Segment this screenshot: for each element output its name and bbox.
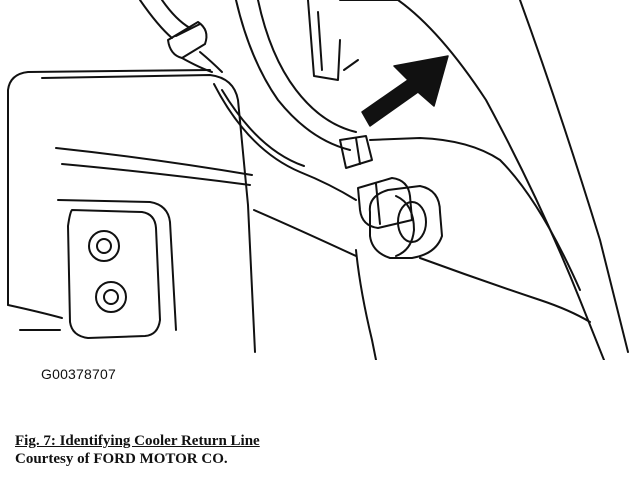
figure-caption: Fig. 7: Identifying Cooler Return Line C… bbox=[15, 432, 260, 468]
hose-clamp bbox=[167, 21, 208, 59]
caption-title: Fig. 7: Identifying Cooler Return Line bbox=[15, 433, 260, 449]
housing-outline bbox=[7, 69, 211, 306]
return-line-lower-2 bbox=[221, 89, 305, 167]
return-line-tube-top bbox=[235, 0, 351, 151]
caption-credit: Courtesy of FORD MOTOR CO. bbox=[15, 451, 228, 467]
lower-body-2 bbox=[253, 209, 357, 257]
housing-lower-edge bbox=[7, 304, 63, 319]
bolt-lower bbox=[95, 281, 127, 313]
bolt-lower-inner bbox=[103, 289, 119, 305]
mount-plate bbox=[67, 209, 161, 339]
figure-code: G00378707 bbox=[41, 366, 116, 382]
fitting-nut bbox=[357, 177, 413, 229]
bracket bbox=[307, 0, 341, 81]
panel-edge-right bbox=[519, 0, 629, 353]
bracket-inner bbox=[317, 11, 323, 71]
fitting-small bbox=[339, 135, 373, 169]
line-drawing bbox=[7, 0, 629, 360]
tube-small-2 bbox=[199, 51, 223, 73]
housing-inner-outline bbox=[41, 74, 256, 353]
upper-hose bbox=[139, 0, 173, 39]
fitting-small-ridge bbox=[355, 137, 361, 165]
side-panel bbox=[339, 0, 605, 360]
lower-body bbox=[355, 249, 377, 360]
return-line-tube-bottom bbox=[257, 0, 357, 133]
fitting-large-inner bbox=[395, 195, 415, 257]
bolt-upper bbox=[88, 230, 120, 262]
arrow-icon bbox=[361, 55, 449, 127]
fitting-face bbox=[397, 201, 427, 243]
return-line-lower bbox=[213, 83, 357, 201]
bolt-upper-inner bbox=[96, 238, 112, 254]
fitting-nut-ridge bbox=[375, 183, 381, 225]
housing-step bbox=[55, 147, 253, 176]
mount-plate-inner bbox=[57, 199, 177, 331]
housing-step-2 bbox=[61, 163, 251, 186]
hose-clamp-ridge bbox=[175, 23, 201, 37]
upper-hose-2 bbox=[161, 0, 191, 29]
side-panel-lower bbox=[419, 257, 591, 323]
tube-small bbox=[181, 57, 213, 73]
side-panel-inner bbox=[369, 137, 581, 291]
fitting-large bbox=[368, 185, 443, 259]
bracket-right bbox=[343, 59, 359, 71]
